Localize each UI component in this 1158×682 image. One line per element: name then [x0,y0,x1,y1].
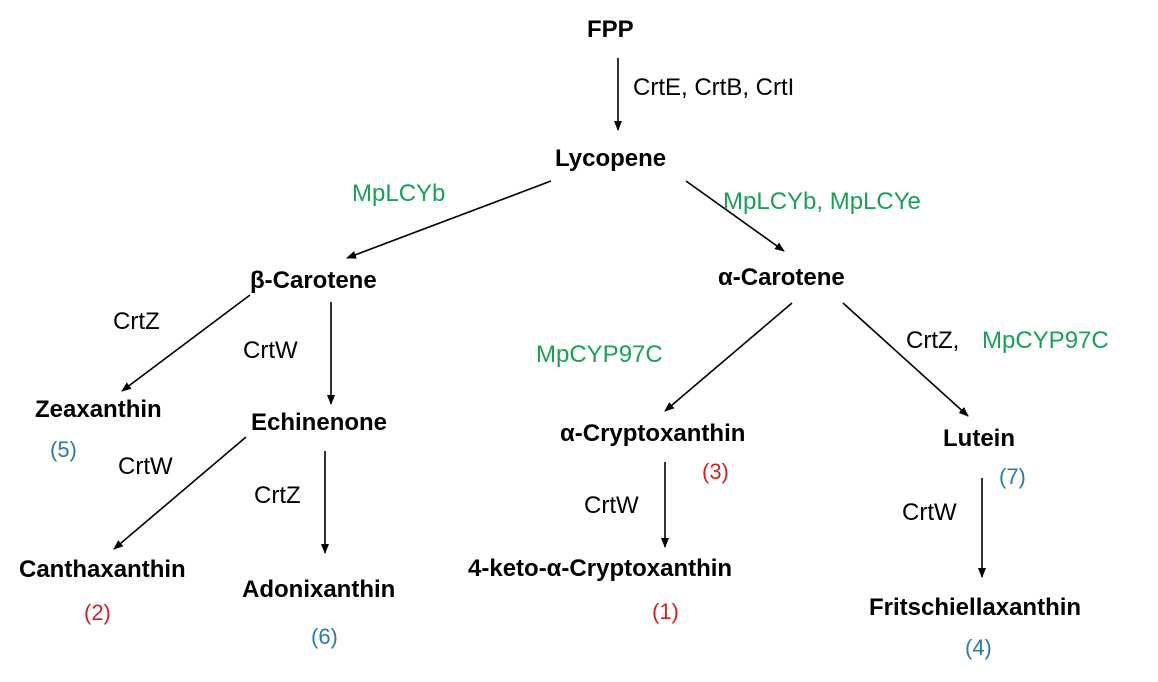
compound-alpha-carotene: α-Carotene [718,264,845,291]
enzyme-crtz-adonixanthin: CrtZ [254,482,301,509]
number-4-keto-alpha-cryptoxanthin: (1) [652,599,679,624]
enzyme-crte-crtb-crti: CrtE, CrtB, CrtI [633,74,795,101]
compound-echinenone: Echinenone [251,409,388,436]
compound-fritschiellaxanthin: Fritschiellaxanthin [869,594,1082,621]
compound-canthaxanthin: Canthaxanthin [19,556,186,583]
enzyme-mpcyp97c: MpCYP97C [536,341,663,368]
arrow-lycopene-to-alpha-carotene [685,180,785,252]
number-adonixanthin: (6) [311,624,338,649]
compound-zeaxanthin: Zeaxanthin [35,396,162,423]
enzyme-crtz-lutein: CrtZ, [906,327,960,354]
compound-fpp: FPP [587,16,634,43]
compound-adonixanthin: Adonixanthin [242,576,396,603]
number-zeaxanthin: (5) [50,437,77,462]
enzyme-crtw-echinenone: CrtW [243,337,298,364]
arrow-echinenone-to-canthaxanthin [113,436,247,550]
compound-alpha-cryptoxanthin: α-Cryptoxanthin [560,420,746,447]
compound-4-keto-alpha-cryptoxanthin: 4-keto-α-Cryptoxanthin [468,555,733,582]
compound-beta-carotene: β-Carotene [250,267,377,294]
arrow-alpha-carotene-to-alpha-cryptoxanthin [664,302,793,412]
arrow-alpha-carotene-to-lutein [842,302,969,417]
arrow-beta-carotene-to-zeaxanthin [121,294,251,392]
enzyme-crtw-keto: CrtW [584,492,639,519]
number-alpha-cryptoxanthin: (3) [702,459,729,484]
enzyme-crtw-canthaxanthin: CrtW [118,453,173,480]
compound-lycopene: Lycopene [555,145,667,172]
enzyme-crtw-fritschiella: CrtW [902,499,957,526]
compound-lutein: Lutein [943,425,1015,452]
number-canthaxanthin: (2) [84,600,111,625]
enzyme-mplcyb-mplcye: MpLCYb, MpLCYe [723,188,921,215]
number-fritschiellaxanthin: (4) [965,635,992,660]
enzyme-mplcyb: MpLCYb [352,180,446,207]
arrow-lycopene-to-beta-carotene [346,180,552,259]
enzyme-mpcyp97c-lutein: MpCYP97C [982,327,1109,354]
number-lutein: (7) [999,464,1026,489]
enzyme-crtz-zeaxanthin: CrtZ [113,308,160,335]
